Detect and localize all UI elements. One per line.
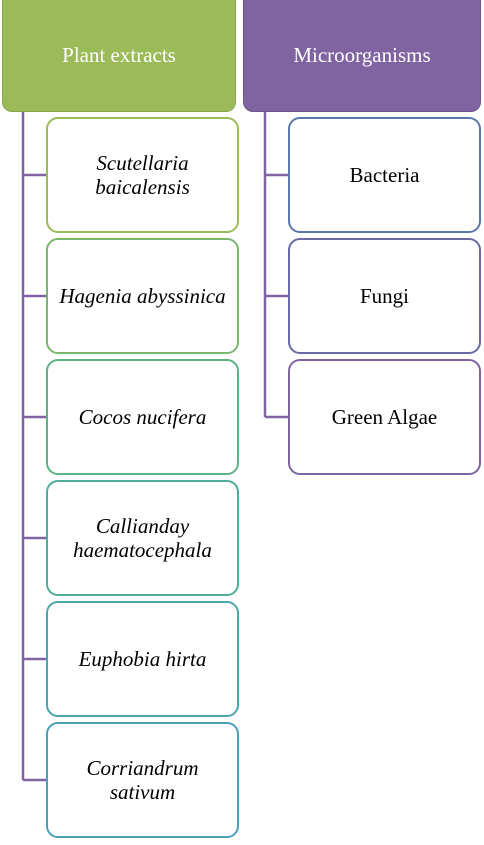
plant-item-euphobia-hirta: Euphobia hirta [46, 601, 239, 717]
plant-item-cocos-nucifera: Cocos nucifera [46, 359, 239, 475]
micro-item-green-algae: Green Algae [288, 359, 481, 475]
plant-extracts-header: Plant extracts [2, 0, 236, 112]
plant-item-label: Callianday haematocephala [73, 514, 212, 562]
micro-item-label: Fungi [359, 284, 409, 308]
micro-item-label: Green Algae [331, 405, 438, 429]
micro-item-bacteria: Bacteria [288, 117, 481, 233]
plant-item-label: Hagenia abyssinica [59, 284, 226, 308]
plant-item-label: Scutellaria baicalensis [95, 151, 190, 199]
micro-item-fungi: Fungi [288, 238, 481, 354]
microorganisms-header-label: Microorganisms [293, 43, 431, 67]
plant-item-label: Cocos nucifera [78, 405, 207, 429]
plant-item-hagenia-abyssinica: Hagenia abyssinica [46, 238, 239, 354]
microorganisms-header: Microorganisms [243, 0, 481, 112]
plant-item-label: Euphobia hirta [78, 647, 207, 671]
plant-item-callianday-haematocephala: Callianday haematocephala [46, 480, 239, 596]
plant-item-corriandrum-sativum: Corriandrum sativum [46, 722, 239, 838]
micro-item-label: Bacteria [349, 163, 420, 187]
plant-extracts-header-label: Plant extracts [62, 43, 176, 67]
plant-item-label: Corriandrum sativum [86, 756, 199, 804]
plant-item-scutellaria-baicalensis: Scutellaria baicalensis [46, 117, 239, 233]
